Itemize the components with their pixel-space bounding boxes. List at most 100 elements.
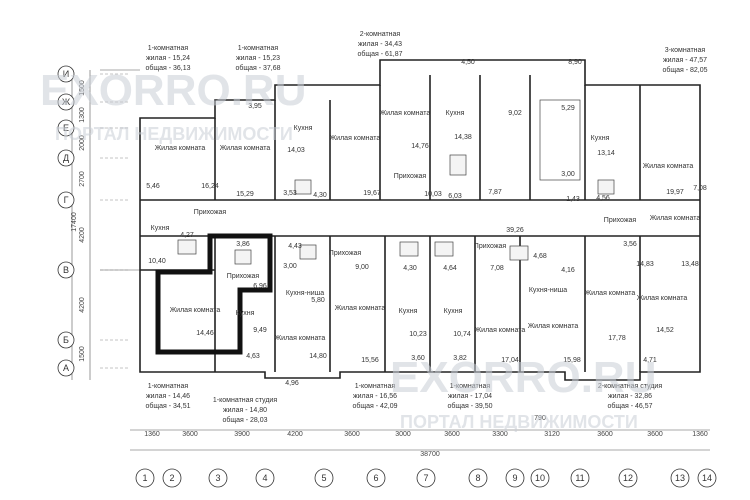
dim-label: 3000 xyxy=(395,431,411,438)
row-axis-label: А xyxy=(63,363,69,373)
room-kitchen-niche: Кухня-ниша xyxy=(529,287,567,294)
room-kitchen: Кухня xyxy=(444,308,463,315)
apartment-type: 1-комнатная xyxy=(148,383,189,390)
apartment-living: жилая - 14,46 xyxy=(146,393,190,400)
area-value: 9,00 xyxy=(355,264,369,271)
area-value: 19,97 xyxy=(666,189,684,196)
room-living: Жилая комната xyxy=(650,215,701,222)
room-living: Жилая комната xyxy=(335,305,386,312)
watermark-tagline: ПОРТАЛ НЕДВИЖИМОСТИ xyxy=(400,412,638,432)
row-axis-label: Б xyxy=(63,335,69,345)
area-value: 13,14 xyxy=(597,150,615,157)
mid-dim: 790 xyxy=(534,415,546,422)
apartment-living: жилая - 47,57 xyxy=(663,57,707,64)
apartment-total: общая - 36,13 xyxy=(145,64,190,72)
room-living: Жилая комната xyxy=(155,145,206,152)
area-value: 3,00 xyxy=(561,171,575,178)
room-kitchen: Кухня xyxy=(151,225,170,232)
apartment-type: 1-комнатная xyxy=(238,45,279,52)
watermark-brand: EXORRO.RU xyxy=(390,353,656,402)
area-value: 10,23 xyxy=(409,331,427,338)
area-value: 14,83 xyxy=(636,261,654,268)
dim-label: 1500 xyxy=(79,80,86,96)
room-living: Жилая комната xyxy=(528,323,579,330)
area-value: 19,67 xyxy=(363,190,381,197)
row-axis-label: Е xyxy=(63,123,69,133)
area-value: 17,78 xyxy=(608,335,626,342)
total-width: 38700 xyxy=(420,451,440,458)
apartment-type: 1-комнатная xyxy=(355,383,396,390)
dim-label: 3120 xyxy=(544,431,560,438)
column-axis-label: 10 xyxy=(535,473,545,483)
column-axis-label: 9 xyxy=(512,473,517,483)
area-value: 9,49 xyxy=(253,327,267,334)
area-value: 4,64 xyxy=(443,265,457,272)
area-value: 4,71 xyxy=(643,357,657,364)
area-value: 4,50 xyxy=(461,59,475,66)
dim-label: 3600 xyxy=(647,431,663,438)
area-value: 4,56 xyxy=(596,195,610,202)
area-value: 4,27 xyxy=(180,232,194,239)
highlighted-apartment xyxy=(155,233,273,355)
column-axis-label: 7 xyxy=(423,473,428,483)
dim-label: 2000 xyxy=(79,135,86,151)
room-kitchen: Кухня xyxy=(399,308,418,315)
apartment-living: жилая - 32,86 xyxy=(608,393,652,400)
axis-lines xyxy=(100,73,130,369)
column-axis-label: 5 xyxy=(321,473,326,483)
area-value: 16,24 xyxy=(201,183,219,190)
area-value: 4,30 xyxy=(313,192,327,199)
watermark-tagline: ПОРТАЛ НЕДВИЖИМОСТИ xyxy=(55,124,293,144)
area-value: 14,38 xyxy=(454,134,472,141)
room-hall: Прихожая xyxy=(329,250,362,257)
area-value: 3,95 xyxy=(248,103,262,110)
room-hall: Прихожая xyxy=(604,217,637,224)
area-value: 15,56 xyxy=(361,357,379,364)
column-axis-label: 1 xyxy=(142,473,147,483)
room-kitchen: Кухня xyxy=(591,135,610,142)
apartment-total: общая - 37,68 xyxy=(235,64,280,72)
dim-label: 1500 xyxy=(79,346,86,362)
area-value: 5,46 xyxy=(146,183,160,190)
apartment-living: жилая - 16,56 xyxy=(353,393,397,400)
area-value: 3,60 xyxy=(411,355,425,362)
area-value: 1,43 xyxy=(566,196,580,203)
apartment-total: общая - 46,57 xyxy=(607,402,652,410)
area-value: 39,26 xyxy=(506,227,524,234)
room-hall: Прихожая xyxy=(394,173,427,180)
dim-label: 3600 xyxy=(182,431,198,438)
room-hall: Прихожая xyxy=(194,209,227,216)
column-axis-markers: 1 2 3 4 5 6 7 8 9 10 11 12 13 14 xyxy=(135,468,717,488)
area-value: 14,80 xyxy=(309,353,327,360)
area-value: 5,80 xyxy=(311,297,325,304)
row-axis-label: И xyxy=(63,69,69,79)
room-living: Жилая комната xyxy=(275,335,326,342)
room-living: Жилая комната xyxy=(220,145,271,152)
row-axis-label: Ж xyxy=(62,97,71,107)
left-dimensions: 1500 1300 2000 2700 4200 4200 1500 17400 xyxy=(71,80,86,362)
area-value: 4,43 xyxy=(288,243,302,250)
apartment-living: жилая - 17,04 xyxy=(448,393,492,400)
area-value: 3,86 xyxy=(236,241,250,248)
area-value: 4,16 xyxy=(561,267,575,274)
area-value: 17,04 xyxy=(501,357,519,364)
room-hall: Прихожая xyxy=(227,273,260,280)
room-kitchen: Кухня xyxy=(236,310,255,317)
dim-label: 3900 xyxy=(234,431,250,438)
area-value: 10,03 xyxy=(424,191,442,198)
apartment-living: жилая - 15,24 xyxy=(146,55,190,62)
column-axis-label: 14 xyxy=(702,473,712,483)
column-axis-label: 2 xyxy=(169,473,174,483)
area-value: 5,29 xyxy=(561,105,575,112)
room-living: Жилая комната xyxy=(330,135,381,142)
room-living: Жилая комната xyxy=(170,307,221,314)
apartment-living: жилая - 34,43 xyxy=(358,41,402,48)
apartment-total: общая - 34,51 xyxy=(145,402,190,410)
building-walls xyxy=(139,59,701,381)
area-value: 15,29 xyxy=(236,191,254,198)
apartment-total: общая - 28,03 xyxy=(222,416,267,424)
dim-label: 1360 xyxy=(144,431,160,438)
room-kitchen: Кухня xyxy=(446,110,465,117)
dimension-lines xyxy=(71,69,710,451)
area-value: 4,30 xyxy=(403,265,417,272)
